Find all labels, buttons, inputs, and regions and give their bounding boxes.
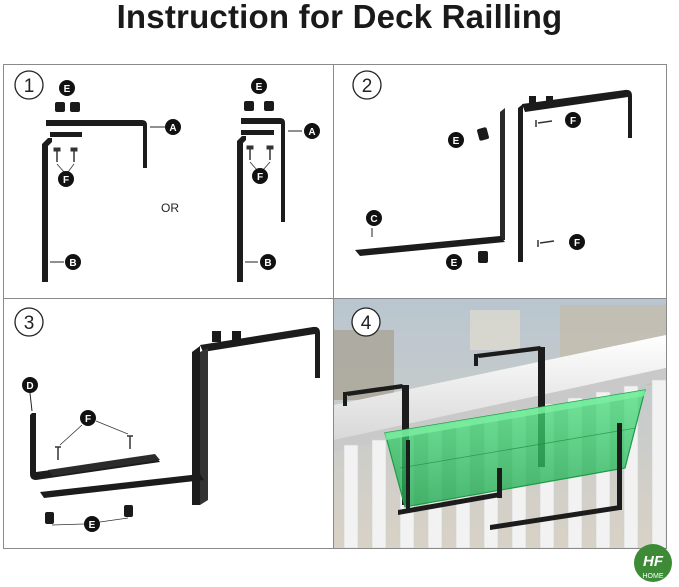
step-number-circle: [14, 70, 44, 100]
page-title: Instruction for Deck Railling: [116, 0, 563, 35]
part-label-f: F: [574, 238, 580, 249]
label-badge-a: [304, 123, 320, 139]
screw-parts: [55, 435, 133, 460]
screw-parts: [246, 145, 274, 160]
part-label-e: E: [89, 520, 96, 531]
label-badge-c: [366, 210, 382, 226]
step-number: 2: [362, 76, 373, 97]
label-badge-e: [446, 254, 462, 270]
end-cap-part: [212, 331, 221, 342]
label-badge-f: [58, 171, 74, 187]
panel-step-1: 1 E A B: [14, 70, 320, 282]
slider-plate: [50, 132, 82, 137]
screw-parts: [535, 120, 555, 247]
bottom-arm-bracket: [355, 236, 505, 256]
label-badge-f: [569, 234, 585, 250]
label-badge-b: [260, 254, 276, 270]
end-cap-part: [70, 102, 80, 112]
label-badge-e: [59, 80, 75, 96]
slider-plate: [241, 130, 274, 135]
vertical-bracket-side: [200, 348, 208, 505]
slider-plate: [48, 454, 160, 476]
label-badge-e: [251, 78, 267, 94]
part-label-d: D: [26, 381, 33, 392]
panel-step-2: 2 C E E F F: [352, 70, 632, 270]
end-cap-part: [124, 505, 133, 517]
step-number-circle: [351, 307, 381, 337]
label-badge-a: [165, 119, 181, 135]
brand-logo: HF HOME: [634, 544, 672, 582]
part-label-f: F: [63, 175, 69, 186]
logo-mark: HF: [643, 553, 664, 570]
top-arm-bracket: [522, 89, 632, 138]
part-label-e: E: [64, 84, 71, 95]
end-cap-part: [232, 331, 241, 342]
end-cap-part: [45, 512, 54, 524]
end-cap-part: [55, 102, 65, 112]
panel-step-3: 3 D F E: [14, 307, 320, 532]
top-arm-bracket: [46, 120, 147, 168]
end-cap-part: [264, 101, 274, 111]
step-number: 1: [24, 76, 35, 97]
label-badge-f: [252, 168, 268, 184]
deck-top-rail: [334, 335, 666, 440]
step-number: 4: [361, 313, 372, 334]
part-label-f: F: [257, 172, 263, 183]
bottom-arm-bracket: [40, 474, 204, 498]
label-badge-d: [22, 377, 38, 393]
label-badge-e: [84, 516, 100, 532]
vertical-bracket: [192, 346, 200, 505]
logo-text: HOME: [643, 573, 664, 580]
bracket-assembly-left: E A B F: [42, 80, 181, 282]
part-label-e: E: [256, 82, 263, 93]
part-label-b: B: [264, 258, 271, 269]
part-label-f: F: [570, 116, 576, 127]
bracket-assembly-right: E A B F: [237, 78, 320, 282]
screw-parts: [53, 147, 78, 162]
top-arm-bracket: [200, 326, 320, 378]
vertical-bracket: [237, 136, 246, 282]
part-label-e: E: [453, 136, 460, 147]
vertical-bracket: [42, 138, 52, 282]
label-badge-f: [80, 410, 96, 426]
step-number-circle: [352, 70, 382, 100]
label-badge-b: [65, 254, 81, 270]
part-label-b: B: [69, 258, 76, 269]
step-number-circle: [14, 307, 44, 337]
panel-step-4-photo: 4: [334, 299, 666, 548]
label-badge-f: [565, 112, 581, 128]
vertical-bracket-inner: [500, 108, 505, 240]
end-cap-part: [477, 127, 489, 141]
panel-grid: [3, 64, 667, 549]
end-cap-part: [529, 96, 536, 105]
part-label-a: A: [308, 127, 315, 138]
part-label-e: E: [451, 258, 458, 269]
vertical-bracket: [518, 104, 523, 262]
support-arms: [398, 423, 622, 530]
logo-circle: [634, 544, 672, 582]
end-cap-part: [478, 251, 488, 263]
or-label: OR: [161, 201, 179, 215]
part-label-f: F: [85, 414, 91, 425]
step-number: 3: [24, 313, 35, 334]
part-label-a: A: [169, 123, 176, 134]
label-badge-e: [448, 132, 464, 148]
part-label-c: C: [370, 214, 377, 225]
end-cap-part: [244, 101, 254, 111]
